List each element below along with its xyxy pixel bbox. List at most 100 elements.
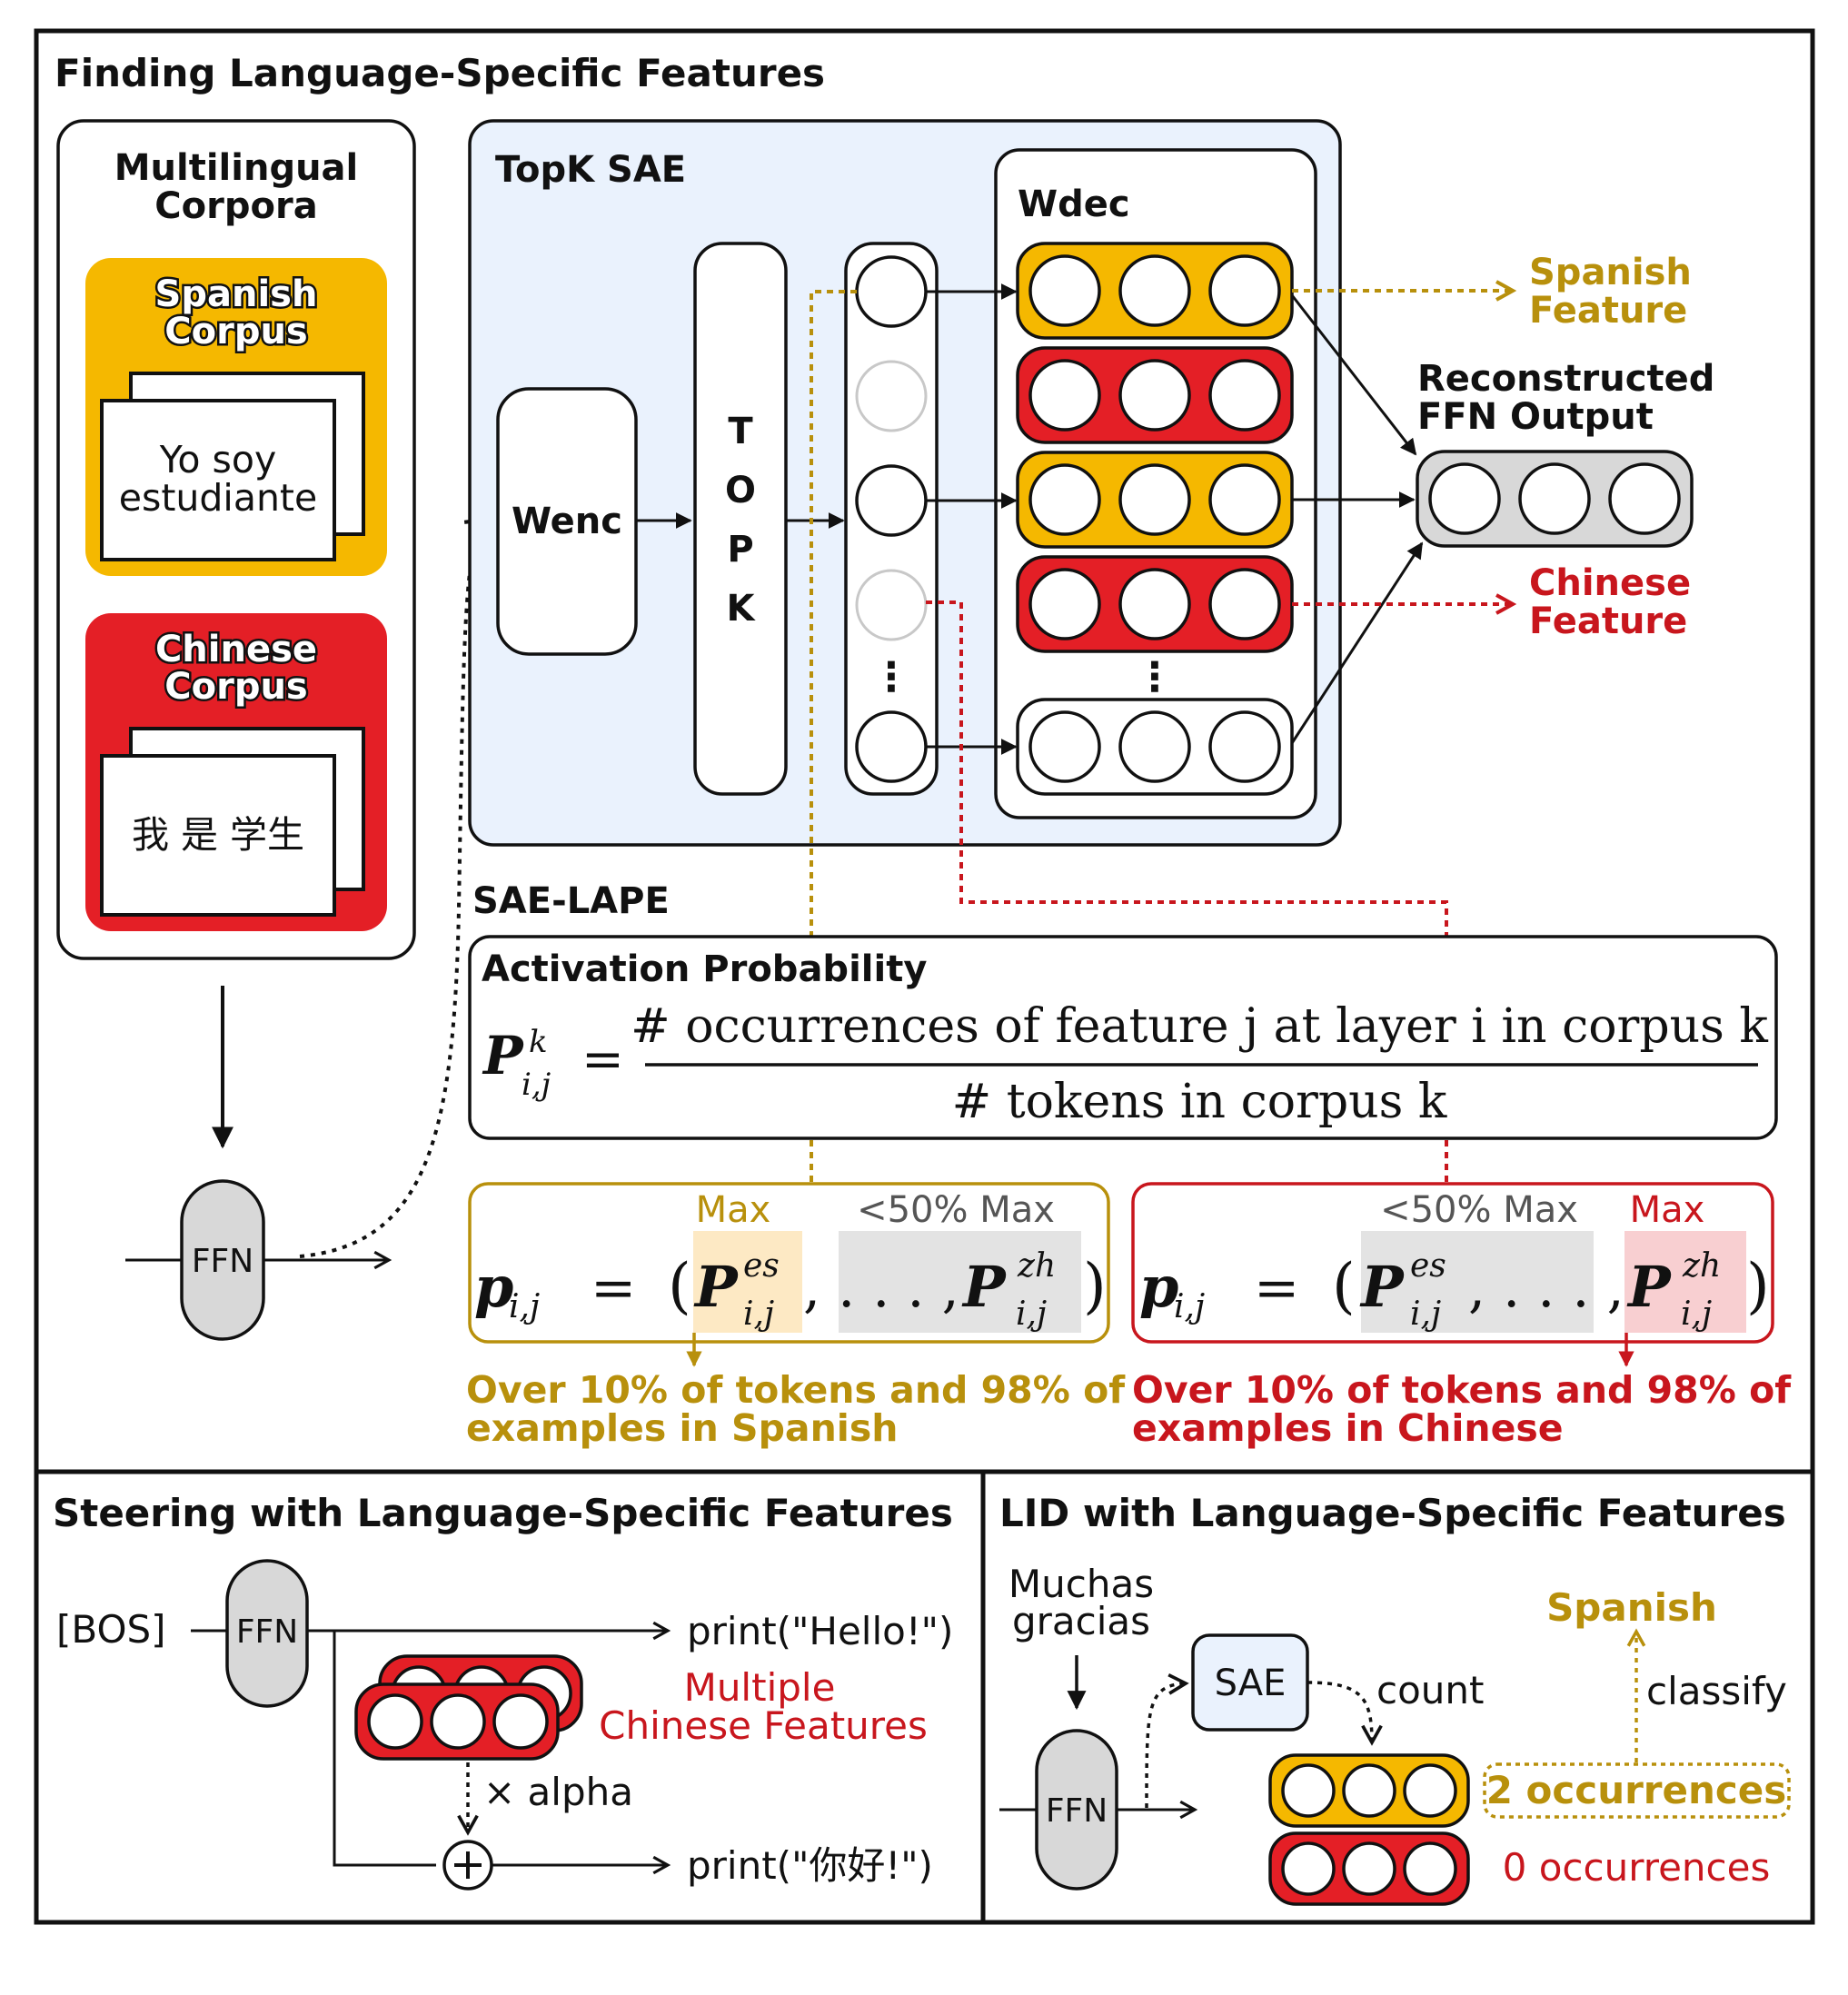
multiple-features-label-line2: Chinese Features [599, 1703, 928, 1748]
wdec-row-2-chinese [1016, 346, 1294, 444]
latent-node-1 [855, 255, 928, 328]
es-p-lower: p [474, 1254, 513, 1320]
es-max-label: Max [696, 1189, 771, 1231]
zh-open-paren: ( [1332, 1251, 1356, 1321]
latent-node-2-inactive [855, 360, 928, 432]
activation-probability-title: Activation Probability [482, 948, 927, 990]
chinese-sample-text: 我 是 学生 [132, 813, 304, 857]
zh-note-line1: Over 10% of tokens and 98% of [1132, 1368, 1792, 1412]
spanish-sample-line2: estudiante [119, 476, 317, 520]
es-half-max-label: <50% Max [857, 1189, 1055, 1231]
wdec-row-5-neutral [1016, 698, 1294, 796]
zh-occurrences-label: 0 occurrences [1503, 1845, 1771, 1890]
zh-P-es-sub: i,j [1410, 1295, 1441, 1333]
topk-letter-o: O [725, 470, 756, 511]
es-note-line1: Over 10% of tokens and 98% of [466, 1368, 1126, 1412]
ffn-top: FFN [125, 1179, 392, 1341]
wdec-row-3-spanish [1016, 451, 1294, 549]
zh-close-paren: ) [1746, 1251, 1770, 1321]
zh-P-zh-sup: zh [1682, 1247, 1721, 1285]
es-open-paren: ( [668, 1251, 691, 1321]
zh-max-label: Max [1630, 1189, 1705, 1231]
zh-half-max-label: <50% Max [1380, 1189, 1578, 1231]
chinese-feature-label-line1: Chinese [1529, 562, 1691, 604]
zh-half-max-highlight [1361, 1231, 1594, 1333]
formula-equals: = [581, 1030, 624, 1089]
spanish-doc-front [100, 399, 336, 561]
alpha-label: × alpha [483, 1770, 633, 1814]
steering-section-title: Steering with Language-Specific Features [53, 1491, 953, 1535]
topk-sae-title: TopK SAE [495, 149, 686, 191]
es-close-paren: ) [1083, 1251, 1107, 1321]
zh-equals: = [1254, 1256, 1299, 1320]
multiple-features-label-line1: Multiple [684, 1665, 836, 1710]
reconstructed-output [1416, 450, 1694, 548]
lid-section-title: LID with Language-Specific Features [999, 1491, 1786, 1535]
chinese-corpus-label-line2: Corpus [164, 666, 307, 708]
formula-numerator: # occurrences of feature j at layer i in… [631, 999, 1768, 1054]
es-P-zh-sub: i,j [1016, 1295, 1047, 1333]
zh-comma-ellipsis: , . . . , [1468, 1256, 1624, 1320]
formula-p-superscript: k [529, 1024, 548, 1060]
reconstructed-label-line1: Reconstructed [1417, 358, 1714, 400]
formula-p-subscript: i,j [522, 1067, 551, 1103]
ffn-steering: FFN [225, 1559, 309, 1708]
zh-note-line2: examples in Chinese [1132, 1406, 1564, 1450]
zh-P-es: P [1359, 1254, 1406, 1320]
chinese-feature-label-line2: Feature [1529, 600, 1687, 642]
zh-P-es-sup: es [1410, 1247, 1446, 1285]
es-occurrences-label: 2 occurrences [1486, 1768, 1787, 1812]
latent-node-3 [855, 464, 928, 537]
formula-denominator: # tokens in corpus k [952, 1075, 1447, 1129]
wdec1-to-output-arrow [1290, 294, 1417, 456]
topk-letter-k: K [727, 588, 757, 630]
corpora-title-line2: Corpora [154, 185, 317, 227]
spanish-latent-connector [810, 290, 857, 940]
es-P-es-sub: i,j [743, 1295, 774, 1333]
bos-token: [BOS] [56, 1607, 166, 1652]
outer-frame [34, 28, 1815, 1925]
spanish-corpus-label-line2: Corpus [164, 311, 307, 352]
wdec-row-1-spanish [1016, 242, 1294, 340]
sae-lape-title: SAE-LAPE [472, 880, 670, 922]
zh-P-zh-sub: i,j [1681, 1295, 1712, 1333]
chinese-corpus: Chinese Corpus 我 是 学生 [85, 613, 387, 931]
ffn-to-plus-line [333, 1631, 436, 1867]
chinese-latent-connector [926, 600, 1448, 936]
latent-node-4-inactive [855, 569, 928, 641]
wenc-label: Wenc [512, 501, 622, 542]
wdec5-to-output-arrow [1290, 541, 1424, 744]
es-max-highlight [693, 1231, 802, 1333]
es-half-max-highlight [839, 1231, 1081, 1333]
es-equals: = [591, 1256, 636, 1320]
multilingual-corpora-panel: Multilingual Corpora Spanish Corpus Yo s… [56, 119, 416, 960]
wdec-ellipsis: ⋮ [1135, 654, 1175, 700]
sae-to-features-dotted-arrow [1307, 1681, 1383, 1746]
spanish-feature-label-line2: Feature [1529, 290, 1687, 332]
steering-output-1: print("Hello!") [687, 1609, 953, 1653]
es-comma-ellipsis: , . . . , [803, 1256, 959, 1320]
es-P-zh-sup: zh [1017, 1247, 1056, 1285]
latent-ellipsis: ⋮ [871, 654, 911, 700]
spanish-feature-label-line1: Spanish [1529, 252, 1692, 293]
es-P-es: P [693, 1254, 740, 1320]
zh-max-highlight [1624, 1231, 1746, 1333]
zh-P-zh: P [1626, 1254, 1673, 1320]
sae-lid-block: SAE [1191, 1633, 1309, 1732]
ffn-lid: FFN [999, 1729, 1198, 1891]
es-p-lower-sub: i,j [509, 1288, 540, 1325]
lid-chinese-features [1268, 1831, 1470, 1906]
lid-result-spanish: Spanish [1546, 1585, 1717, 1630]
chinese-lape-vector-box: <50% Max Max p i,j = ( P es i,j , . . . … [1131, 1182, 1774, 1344]
lid-input-line2: gracias [1012, 1599, 1150, 1643]
topk-block [693, 242, 788, 796]
spanish-lape-vector-box: Max <50% Max p i,j = ( P es i,j , . . . … [468, 1182, 1110, 1344]
es-note-line2: examples in Spanish [466, 1406, 898, 1450]
zh-p-lower: p [1139, 1254, 1178, 1320]
top-section-title: Finding Language-Specific Features [55, 51, 825, 95]
wdec-label: Wdec [1018, 184, 1130, 225]
latent-node-5 [855, 710, 928, 783]
plus-operator [442, 1840, 493, 1891]
spanish-sample-line1: Yo soy [159, 438, 276, 481]
topk-letter-t: T [728, 411, 753, 452]
